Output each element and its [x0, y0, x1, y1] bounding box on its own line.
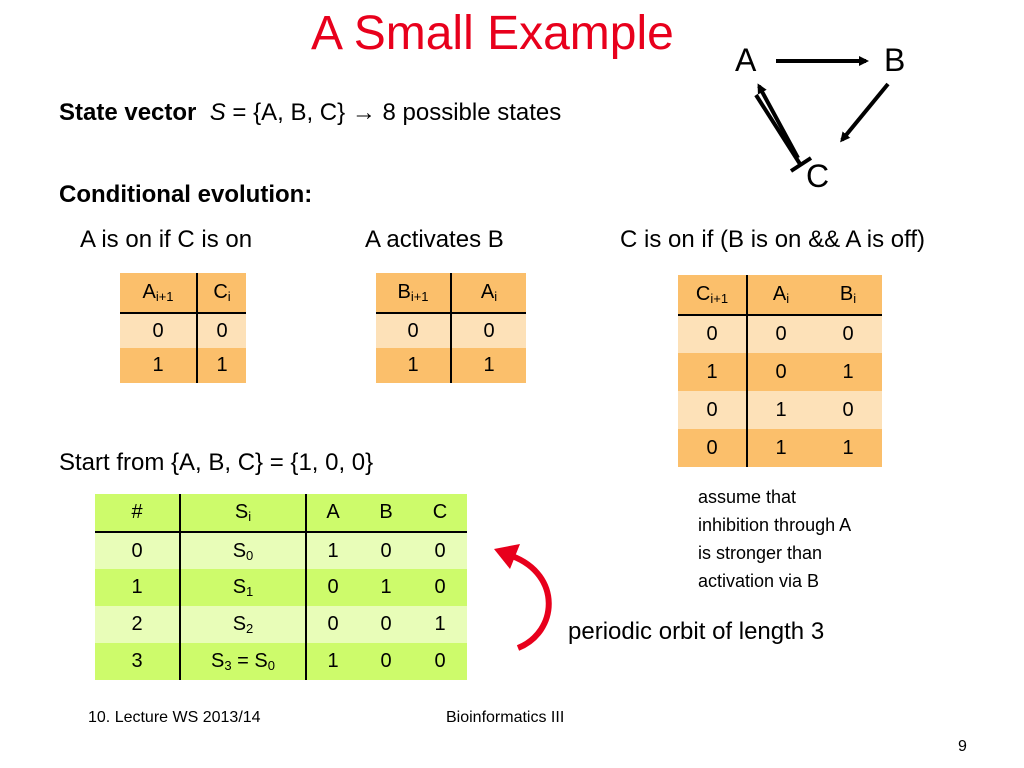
table-cell: 0 — [678, 315, 748, 353]
table-cell: 0 — [413, 643, 467, 680]
table-cell: 1 — [306, 532, 359, 569]
note-line: assume that — [698, 487, 797, 507]
table-row: 3 S3 = S0 1 0 0 — [95, 643, 467, 680]
table-cell: 1 — [747, 391, 814, 429]
note-line: is stronger than — [698, 543, 823, 563]
table-header: Ci+1 — [678, 275, 748, 316]
table-cell: 1 — [451, 348, 526, 383]
table-cell: 3 — [95, 643, 181, 680]
table-row: 2 S2 0 0 1 — [95, 606, 467, 643]
table-cell: 1 — [120, 348, 198, 383]
table-header: # — [95, 494, 181, 533]
table-cell: 1 — [359, 569, 413, 606]
truth-table-c: Ci+1 Ai Bi 0 0 0 1 0 1 0 1 0 0 1 1 — [678, 275, 882, 467]
inhibition-note: assume that inhibition through A is stro… — [698, 483, 851, 595]
edge-b-to-c — [840, 82, 890, 143]
table-header: Bi+1 — [376, 273, 452, 314]
state-vector-desc: = {A, B, C} → 8 possible states — [232, 99, 562, 126]
table-cell: 0 — [678, 429, 748, 467]
table-cell: 0 — [306, 569, 359, 606]
table-header: Ci — [197, 273, 246, 314]
rule-3: C is on if (B is on && A is off) — [620, 226, 926, 253]
table-header: Ai+1 — [120, 273, 198, 314]
start-state: Start from {A, B, C} = {1, 0, 0} — [59, 449, 374, 476]
table-cell: 0 — [376, 313, 452, 348]
table-cell: 0 — [413, 532, 467, 569]
orbit-label: periodic orbit of length 3 — [568, 618, 825, 645]
edge-a-inhibits-c — [754, 93, 802, 166]
table-cell: 0 — [120, 313, 198, 348]
table-header: Bi — [814, 275, 882, 316]
table-cell: 0 — [197, 313, 246, 348]
table-cell: 0 — [413, 569, 467, 606]
rule-2: A activates B — [365, 226, 504, 253]
table-cell: 0 — [306, 606, 359, 643]
node-c: C — [806, 158, 830, 194]
state-vector-line: State vector S = {A, B, C} → 8 possible … — [59, 98, 561, 128]
page-number: 9 — [958, 738, 967, 755]
table-cell: 0 — [95, 532, 181, 569]
table-cell: 1 — [376, 348, 452, 383]
orbit-arrowhead — [494, 544, 520, 569]
table-cell: 0 — [747, 353, 814, 391]
state-vector-var: S — [209, 99, 226, 126]
table-cell: 0 — [359, 532, 413, 569]
table-cell: S2 — [180, 606, 307, 643]
node-a: A — [735, 42, 757, 78]
table-header: Ai — [451, 273, 526, 314]
table-header: A — [306, 494, 359, 533]
table-cell: 0 — [814, 391, 882, 429]
table-header: Si — [180, 494, 307, 533]
conditional-evolution-heading: Conditional evolution: — [59, 181, 313, 208]
state-vector-label: State vector — [59, 99, 197, 126]
table-cell: 1 — [814, 353, 882, 391]
slide-title: A Small Example — [311, 7, 674, 60]
table-cell: 2 — [95, 606, 181, 643]
edge-c-to-a — [757, 83, 800, 159]
table-header: Ai — [747, 275, 814, 316]
table-cell: 0 — [814, 315, 882, 353]
table-cell: 0 — [747, 315, 814, 353]
table-cell: 1 — [306, 643, 359, 680]
table-cell: S3 = S0 — [180, 643, 307, 680]
table-row: 0 S0 1 0 0 — [95, 532, 467, 569]
table-cell: 1 — [95, 569, 181, 606]
table-cell: 1 — [197, 348, 246, 383]
table-header: B — [359, 494, 413, 533]
node-b: B — [884, 42, 906, 78]
orbit-arc — [510, 553, 552, 651]
state-trajectory-table: # Si A B C 0 S0 1 0 0 1 S1 0 1 0 2 S2 0 … — [95, 494, 467, 680]
table-cell: 0 — [678, 391, 748, 429]
note-line: activation via B — [698, 571, 820, 591]
table-row: 1 S1 0 1 0 — [95, 569, 467, 606]
table-cell: 1 — [747, 429, 814, 467]
table-cell: 0 — [451, 313, 526, 348]
table-cell: 1 — [678, 353, 748, 391]
table-cell: 0 — [359, 643, 413, 680]
footer-lecture: 10. Lecture WS 2013/14 — [88, 709, 261, 726]
truth-table-a: Ai+1 Ci 0 0 1 1 — [120, 273, 246, 383]
table-cell: S1 — [180, 569, 307, 606]
table-cell: S0 — [180, 532, 307, 569]
table-cell: 1 — [413, 606, 467, 643]
inhibition-bar — [789, 156, 813, 173]
table-header: C — [413, 494, 467, 533]
table-cell: 1 — [814, 429, 882, 467]
truth-table-b: Bi+1 Ai 0 0 1 1 — [376, 273, 526, 383]
footer-course: Bioinformatics III — [446, 709, 565, 726]
table-cell: 0 — [359, 606, 413, 643]
rule-1: A is on if C is on — [80, 226, 253, 253]
note-line: inhibition through A — [698, 515, 852, 535]
